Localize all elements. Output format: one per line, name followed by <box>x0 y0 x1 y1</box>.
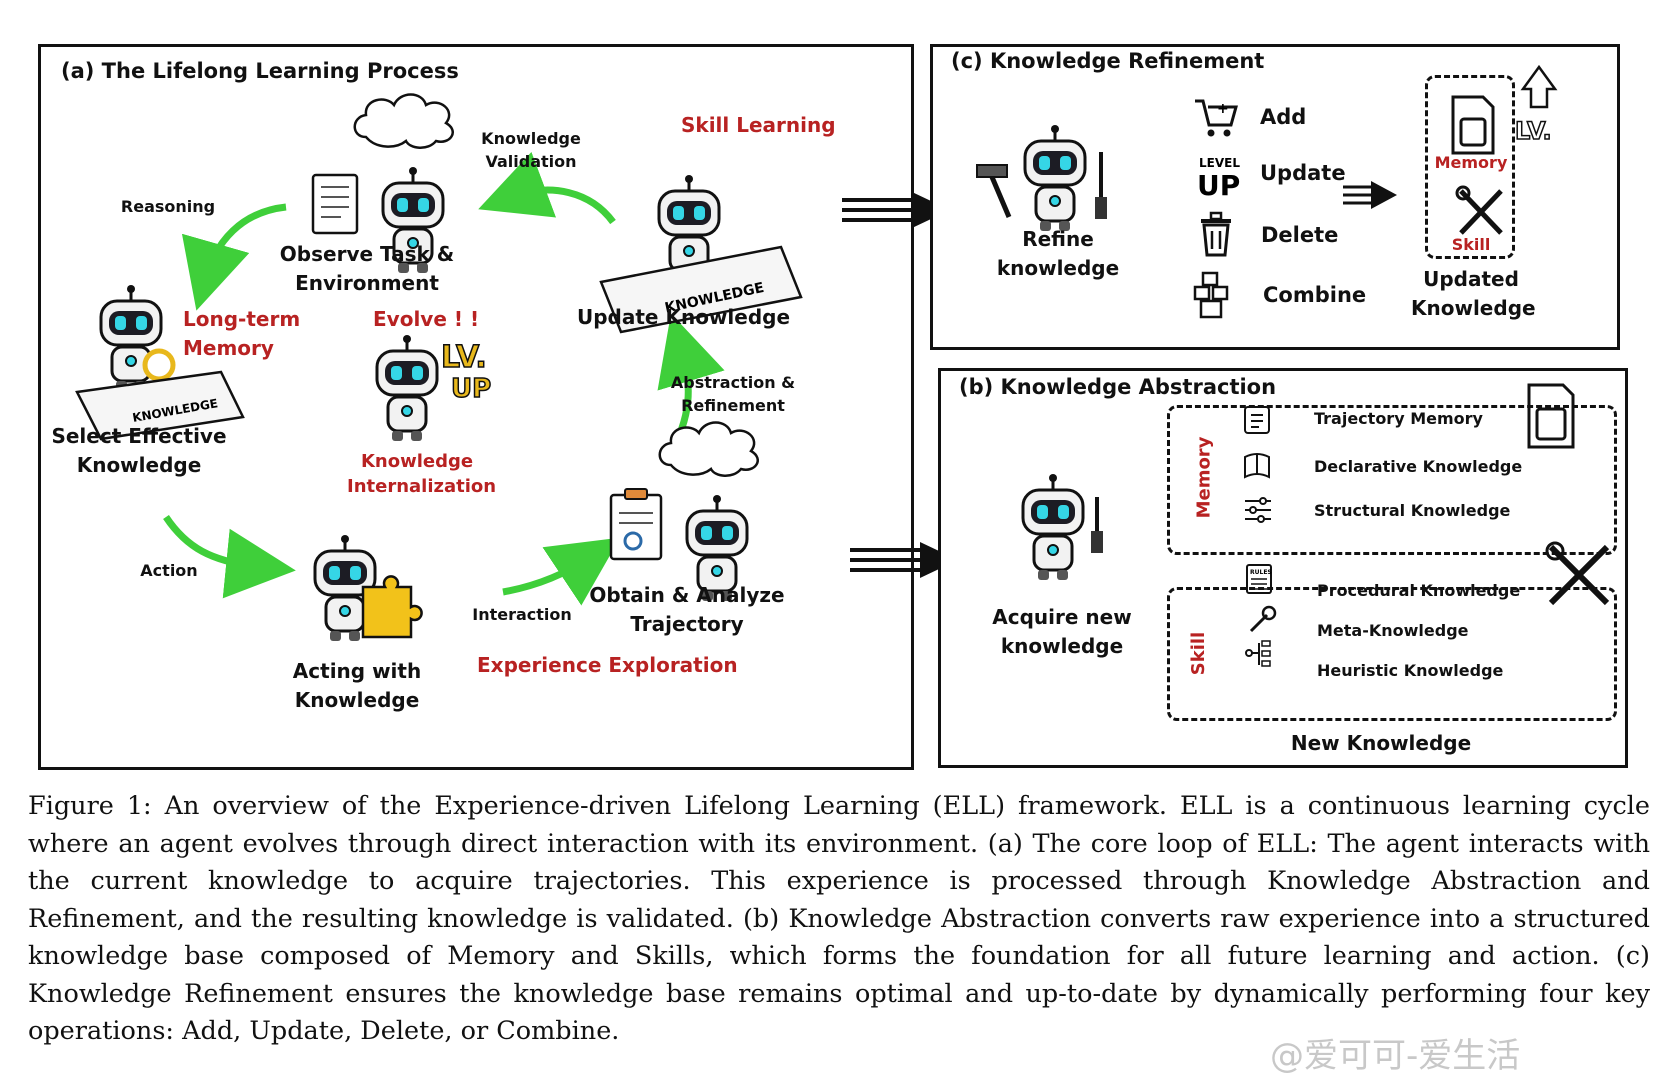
op-add: Add <box>1260 105 1307 129</box>
combine-boxes-icon <box>1193 271 1229 319</box>
robot-evolve-icon <box>375 333 439 443</box>
op-update: Update <box>1260 161 1346 185</box>
magnifier-icon <box>142 348 176 382</box>
interaction-label: Interaction <box>472 605 572 624</box>
thought-cloud-icon <box>353 93 454 150</box>
knowledge-abstraction-panel: (b) Knowledge Abstraction RULES <box>938 368 1628 768</box>
svg-text:LV.: LV. <box>1515 117 1552 145</box>
knowledge-refinement-panel: (c) Knowledge Refinement + LEVEL UP <box>930 44 1620 350</box>
memory-card-icon <box>1451 95 1495 155</box>
lv-up-badge-icon: LV. UP <box>440 339 492 405</box>
new-knowledge-label: New Knowledge <box>1290 731 1472 755</box>
panel-b-title: (b) Knowledge Abstraction <box>959 375 1277 399</box>
skill-item: Meta-Knowledge <box>1317 621 1469 640</box>
skill-box <box>1167 587 1617 721</box>
trash-icon <box>1201 211 1231 257</box>
thought-cloud-2-icon <box>658 421 759 478</box>
panel-b-illustrations: RULES <box>1021 383 1610 667</box>
level-up-icon: LEVEL UP <box>1197 156 1240 202</box>
hierarchy-icon <box>1245 640 1271 667</box>
skill-item: Procedural Knowledge <box>1317 581 1521 600</box>
clipboard-icon <box>311 173 359 235</box>
cart-add-icon: + <box>1195 99 1238 137</box>
panel-c-illustrations: + LEVEL UP LV. <box>976 64 1558 319</box>
evolve-label: Evolve ! ! <box>373 307 480 331</box>
svg-text:LV.: LV. <box>441 340 487 375</box>
skill-tools-icon <box>1455 185 1503 235</box>
action-arrow <box>163 515 296 599</box>
observe-task-label: Observe Task &Environment <box>279 242 455 295</box>
cycle-arrows <box>163 151 725 606</box>
reasoning-label: Reasoning <box>120 197 216 216</box>
update-knowledge-label: Update Knowledge <box>577 305 791 329</box>
sliders-icon <box>1245 497 1271 523</box>
panel-a-illustrations: KNOWLEDGE KNOWLEDGE LV. UP <box>75 93 803 643</box>
wrench-icon <box>1249 605 1277 633</box>
skill-tag: Skill <box>1451 235 1491 254</box>
lv-up-arrow-icon: LV. <box>1514 64 1558 146</box>
svg-text:+: + <box>1217 101 1229 117</box>
robot-refine-icon <box>1023 123 1087 233</box>
refine-arrow-icon <box>1343 181 1397 209</box>
sd-card-icon <box>1527 383 1575 449</box>
lifelong-learning-panel: (a) The Lifelong Learning Process KNOWLE… <box>38 44 914 770</box>
watermark: @爱可可-爱生活 <box>1270 1036 1521 1076</box>
skill-tools-2-icon <box>1545 541 1610 606</box>
figure-caption: Figure 1: An overview of the Experience-… <box>28 791 1650 1046</box>
svg-text:UP: UP <box>451 374 491 404</box>
op-delete: Delete <box>1261 223 1339 247</box>
svg-text:RULES: RULES <box>1250 569 1272 576</box>
svg-text:UP: UP <box>1197 169 1240 202</box>
action-label: Action <box>140 561 198 580</box>
memory-item: Declarative Knowledge <box>1314 457 1523 476</box>
svg-text:LEVEL: LEVEL <box>1199 156 1240 170</box>
skill-item: Heuristic Knowledge <box>1317 661 1504 680</box>
panel-c-title: (c) Knowledge Refinement <box>951 49 1265 73</box>
interaction-arrow <box>502 537 621 606</box>
robot-acquire-icon <box>1021 472 1085 582</box>
report-clipboard-icon <box>609 488 663 561</box>
memory-tag: Memory <box>1434 153 1508 172</box>
abstraction-refinement-label: Abstraction &Refinement <box>670 373 796 415</box>
memory-item: Trajectory Memory <box>1314 409 1483 428</box>
reasoning-arrow <box>181 203 287 311</box>
knowledge-paper-small-icon: KNOWLEDGE <box>75 370 245 441</box>
panel-a-title: (a) The Lifelong Learning Process <box>61 59 459 83</box>
knowledge-paper-icon: KNOWLEDGE <box>599 245 803 334</box>
memory-vertical-label: Memory <box>1193 436 1215 519</box>
book-icon <box>1244 453 1270 479</box>
updated-knowledge-box <box>1425 75 1515 259</box>
puzzle-piece-icon <box>361 575 423 639</box>
hammer-icon <box>976 164 1012 218</box>
memory-item: Structural Knowledge <box>1314 501 1511 520</box>
screwdriver-2-icon <box>1091 497 1103 553</box>
experience-exploration-label: Experience Exploration <box>477 653 738 677</box>
op-combine: Combine <box>1263 283 1367 307</box>
validation-arrow <box>478 151 616 225</box>
screwdriver-icon <box>1095 152 1107 219</box>
skill-learning-label: Skill Learning <box>681 113 836 137</box>
skill-vertical-label: Skill <box>1188 631 1210 676</box>
memory-box <box>1167 405 1617 555</box>
